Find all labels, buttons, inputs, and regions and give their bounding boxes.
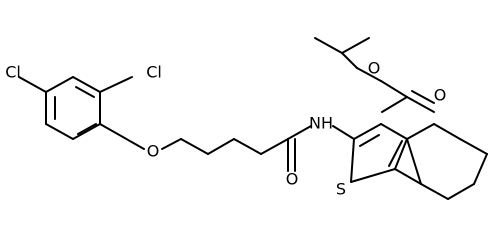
bond-11: [99, 76, 133, 93]
bond-25: [350, 168, 396, 183]
chlorine-label-para: Cl: [5, 63, 21, 82]
bond-32: [420, 183, 449, 200]
bond-21: [332, 125, 355, 140]
bond-3: [45, 123, 74, 140]
bond-15: [207, 138, 235, 155]
amide-oxygen-label: O: [286, 170, 299, 189]
bond-28: [433, 123, 461, 140]
bond-27: [406, 123, 435, 140]
bond-12: [99, 123, 145, 150]
bond-9: [77, 123, 97, 135]
bond-36: [380, 80, 408, 98]
carbonyl-oxygen-label: O: [434, 86, 447, 105]
bond-37: [406, 96, 435, 113]
bond-42: [341, 37, 370, 54]
bond-1: [18, 76, 47, 93]
bond-34: [406, 138, 422, 185]
bond-14: [180, 138, 209, 155]
bond-23: [380, 123, 408, 140]
bond-38: [411, 90, 435, 104]
bond-10: [75, 86, 95, 98]
bond-39: [356, 67, 382, 82]
bond-layer: [18, 37, 488, 200]
bond-35: [381, 96, 408, 113]
ester-oxygen-label: O: [368, 59, 381, 78]
amide-nitrogen-label: NH: [309, 114, 333, 133]
bond-17: [260, 138, 289, 155]
bond-16: [233, 138, 262, 155]
bond-43: [359, 134, 380, 147]
bond-44: [388, 140, 403, 167]
bond-41: [314, 37, 343, 54]
atom-label-layer: Cl Cl O NH O O O S: [5, 59, 446, 199]
bond-6: [72, 76, 101, 93]
bond-26: [350, 138, 355, 183]
bond-29: [459, 138, 488, 155]
bond-30: [473, 153, 488, 185]
bond-31: [447, 183, 475, 200]
bond-22: [353, 123, 382, 140]
bond-13: [161, 138, 182, 150]
bond-4: [72, 123, 101, 140]
ether-oxygen-label: O: [147, 142, 160, 161]
chlorine-label-ortho: Cl: [146, 63, 162, 82]
bond-24: [394, 138, 408, 170]
thiophene-sulfur-label: S: [336, 180, 346, 199]
bond-33: [394, 168, 422, 185]
bond-20: [287, 125, 312, 140]
bond-7: [45, 76, 74, 93]
bond-40: [341, 52, 358, 69]
